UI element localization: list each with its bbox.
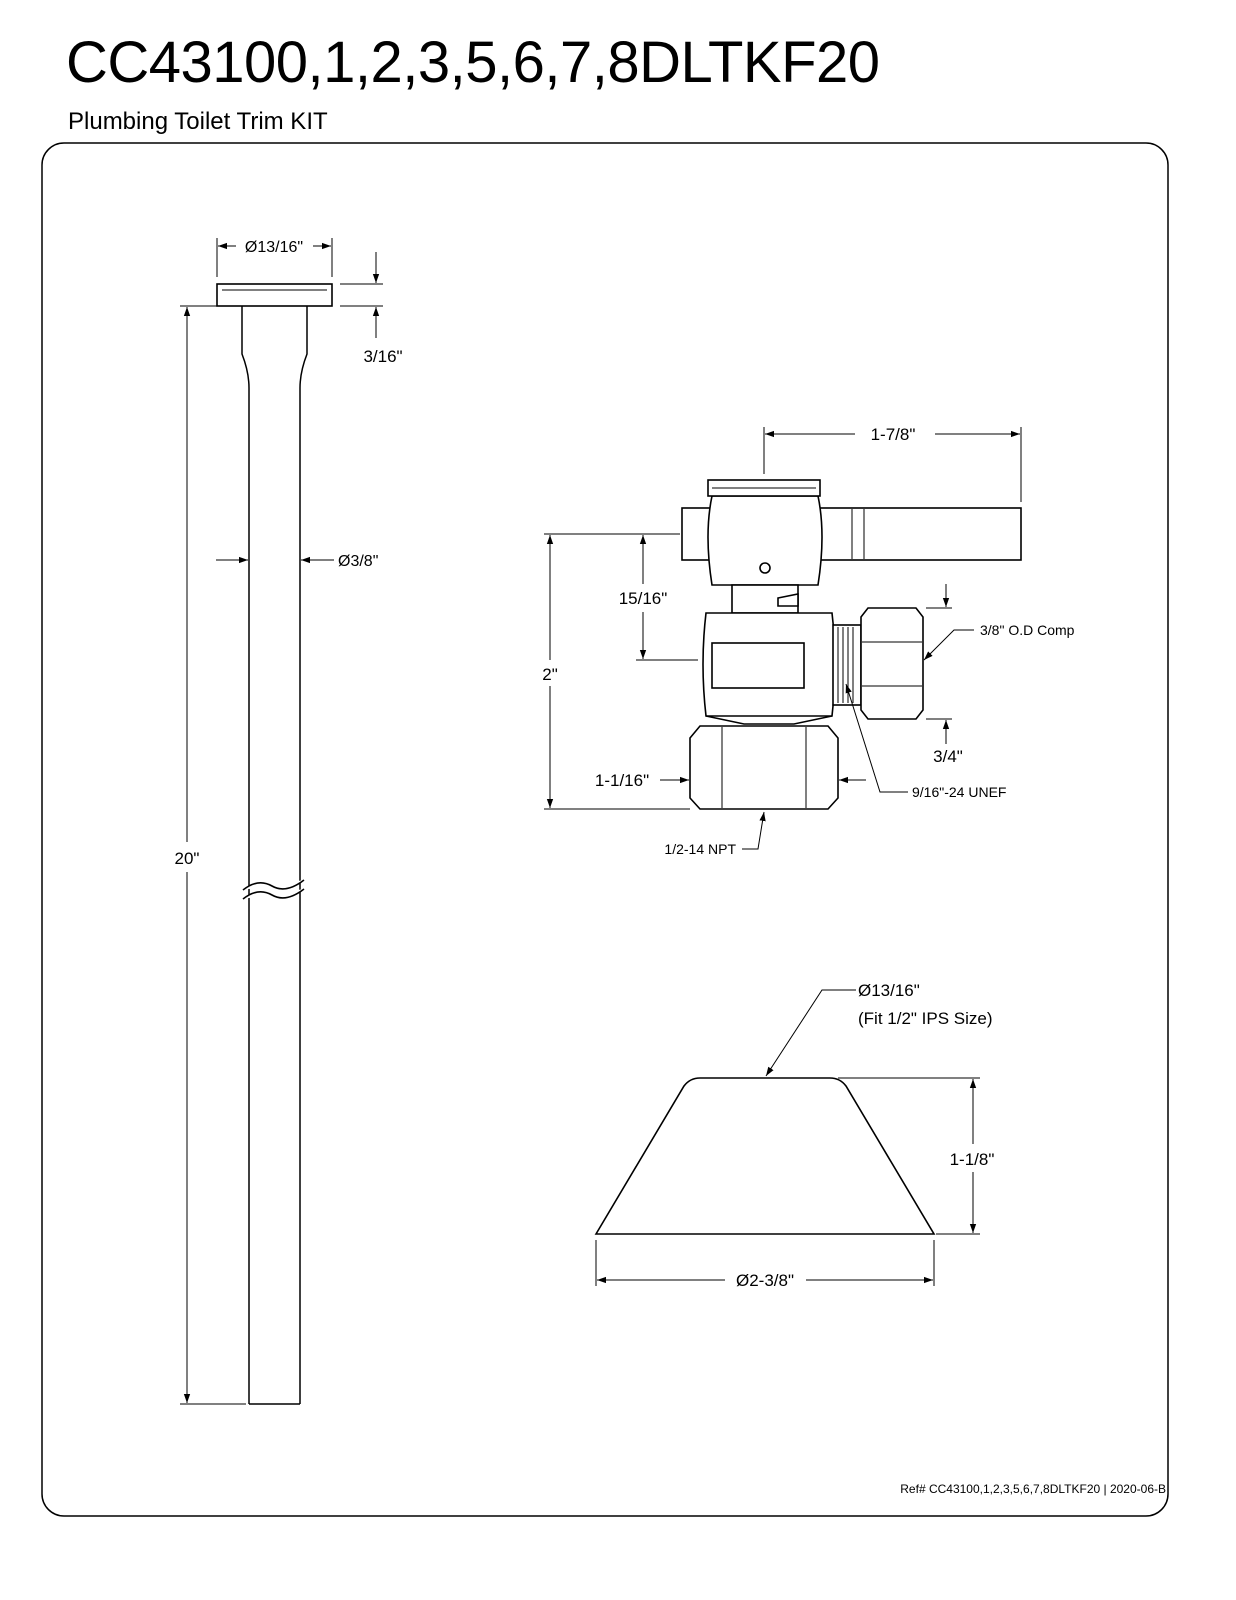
outlet-comp-label: 3/8" O.D Comp	[980, 622, 1075, 638]
total-height-label: 2"	[542, 665, 558, 684]
outlet-nut	[860, 607, 924, 720]
escutcheon-body	[594, 1077, 936, 1235]
tube-break-bottom	[242, 888, 305, 900]
tube-right-edge	[299, 306, 308, 1404]
supply-tube-drawing: Ø13/16" 3/16" Ø3/8" 20"	[175, 238, 403, 1405]
inlet-nut	[689, 725, 839, 810]
stop-valve-drawing: 1-7/8" 15/16" 2" 3/4" 3/8" O.D Comp 1-1/…	[542, 425, 1074, 857]
reference-note: Ref# CC43100,1,2,3,5,6,7,8DLTKF20 | 2020…	[900, 1482, 1166, 1496]
outlet-nut-label: 3/4"	[933, 747, 963, 766]
valve-handle-hub	[707, 495, 823, 586]
handle-length-label: 1-7/8"	[871, 425, 916, 444]
outlet-thread-label: 9/16"-24 UNEF	[912, 784, 1006, 800]
escutcheon-drawing: Ø13/16" (Fit 1/2" IPS Size) 1-1/8" Ø2-3/…	[594, 981, 995, 1290]
escutcheon-top-diameter-label: Ø13/16"	[858, 981, 920, 1000]
valve-handle-lever	[817, 507, 1022, 561]
valve-handle-stub	[681, 507, 713, 561]
escutcheon-base-diameter-label: Ø2-3/8"	[736, 1271, 794, 1290]
page-title: CC43100,1,2,3,5,6,7,8DLTKF20	[66, 30, 880, 95]
tube-left-edge	[241, 306, 250, 1404]
tube-break-top	[242, 879, 305, 891]
valve-screw	[759, 562, 771, 574]
flange-height-label: 3/16"	[363, 347, 402, 366]
outlet-thread	[832, 624, 862, 706]
escutcheon-height-label: 1-1/8"	[950, 1150, 995, 1169]
drawing-frame	[41, 142, 1169, 1517]
valve-body-flat	[711, 642, 805, 689]
tube-flange	[216, 283, 333, 307]
escutcheon-fit-note: (Fit 1/2" IPS Size)	[858, 1009, 993, 1028]
tube-length-label: 20"	[175, 849, 200, 868]
tube-diameter-label: Ø3/8"	[338, 553, 378, 570]
flange-diameter-label: Ø13/16"	[245, 239, 303, 256]
page-subtitle: Plumbing Toilet Trim KIT	[68, 108, 328, 135]
center-height-label: 15/16"	[619, 589, 668, 608]
inlet-thread-label: 1/2-14 NPT	[664, 841, 736, 857]
inlet-nut-label: 1-1/16"	[595, 771, 649, 790]
